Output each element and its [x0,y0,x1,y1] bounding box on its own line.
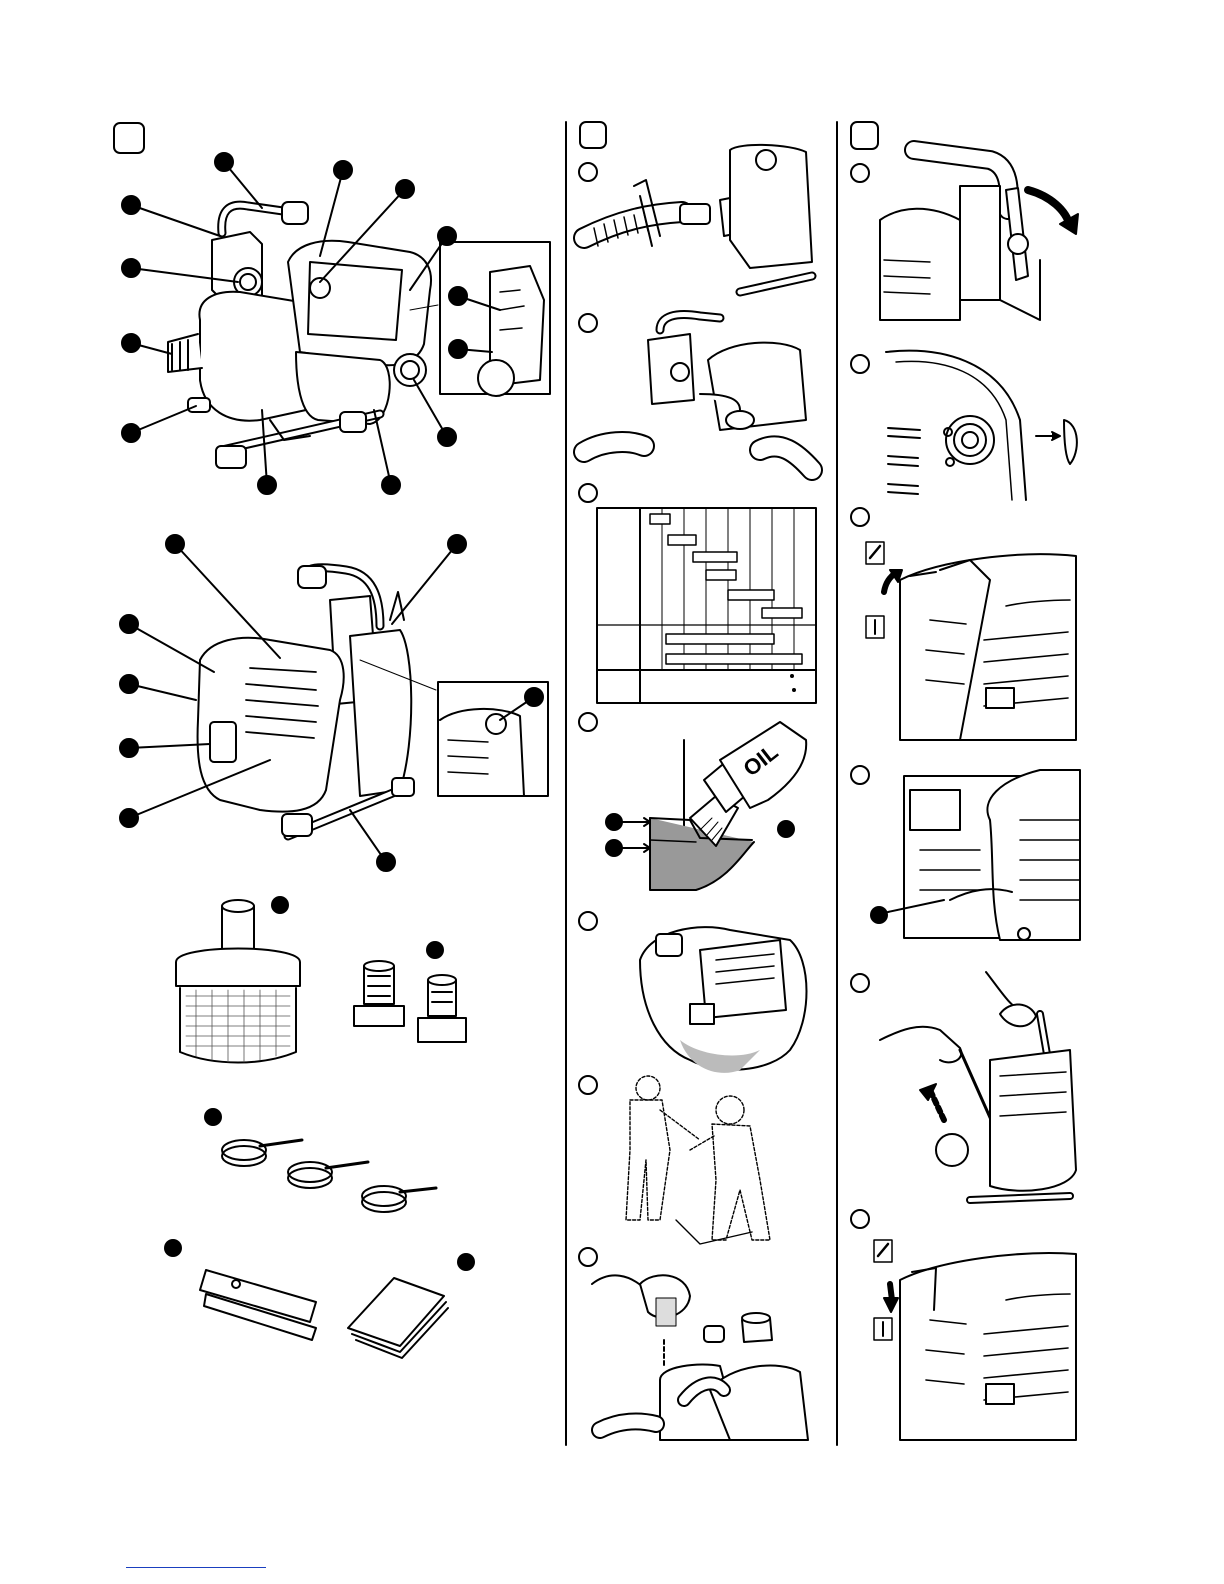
hose-clamps-icon [204,1108,436,1212]
panel-left [114,123,550,1358]
step-circle-m5 [579,912,597,930]
step-circle-m1 [579,163,597,181]
panel-marker-left [114,123,144,153]
middle-step-2 [579,314,812,470]
step-circle-r1 [851,164,869,182]
pump-front-view [122,153,550,494]
step-circle-m2 [579,314,597,332]
hose-fittings-icon [354,941,466,1042]
step-circle-r2 [851,355,869,373]
panel-marker-middle [580,122,606,148]
step-circle-m3 [579,484,597,502]
oil-level-drawing: OIL [579,713,806,890]
panel-middle: OIL [579,122,816,1440]
footer-link-underline[interactable] [126,1553,266,1568]
operating-temperature-table [579,484,816,703]
choke-lever-closed-drawing [851,508,1076,740]
starter-pull-drawing [851,972,1076,1200]
panel-marker-right [851,122,878,149]
engine-tilt-drawing [579,912,807,1073]
step-circle-r3 [851,508,869,526]
priming-water-drawing [579,1248,808,1440]
step-circle-r5 [851,974,869,992]
panel-right [851,122,1080,1440]
two-persons-lifting-drawing [579,1076,770,1244]
step-circle-r4 [851,766,869,784]
middle-step-1 [579,145,812,292]
stop-lever-drawing [851,150,1078,320]
step-circle-m7 [579,1248,597,1266]
choke-lever-open-drawing [851,1210,1076,1440]
primer-bulb-drawing [851,351,1077,500]
step-circle-r6 [851,1210,869,1228]
throttle-detail-drawing [851,766,1080,940]
instruction-manual-icon [348,1253,475,1358]
spark-plug-wrench-icon [164,1239,316,1340]
step-circle-m4 [579,713,597,731]
strainer-icon [176,896,300,1063]
step-circle-m6 [579,1076,597,1094]
pump-rear-view [120,535,548,871]
